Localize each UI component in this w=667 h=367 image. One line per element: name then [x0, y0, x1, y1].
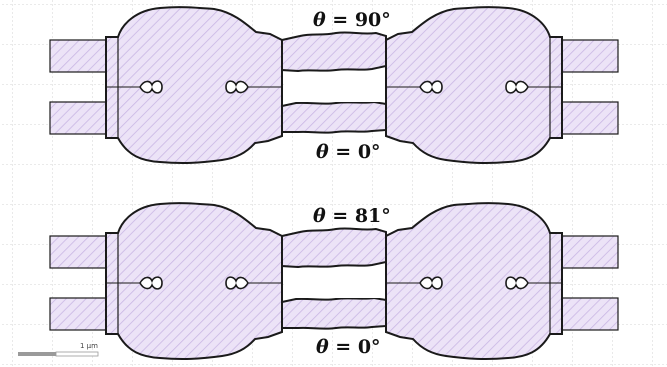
angle-value: = 90° [325, 9, 391, 31]
angle-value: = 0° [328, 141, 381, 163]
angle-value: = 0° [328, 336, 381, 358]
device-1-top-angle-label: θ = 90° [313, 11, 391, 30]
device-1-bottom-angle-label: θ = 0° [316, 143, 381, 162]
scale-bar-label: 1 μm [80, 342, 98, 350]
theta-symbol: θ [313, 205, 326, 227]
device-2-top-angle-label: θ = 81° [313, 207, 391, 226]
device-2-bottom-angle-label: θ = 0° [316, 338, 381, 357]
theta-symbol: θ [313, 9, 326, 31]
theta-symbol: θ [316, 141, 329, 163]
angle-value: = 81° [325, 205, 391, 227]
scale-bar [18, 351, 99, 357]
theta-symbol: θ [316, 336, 329, 358]
